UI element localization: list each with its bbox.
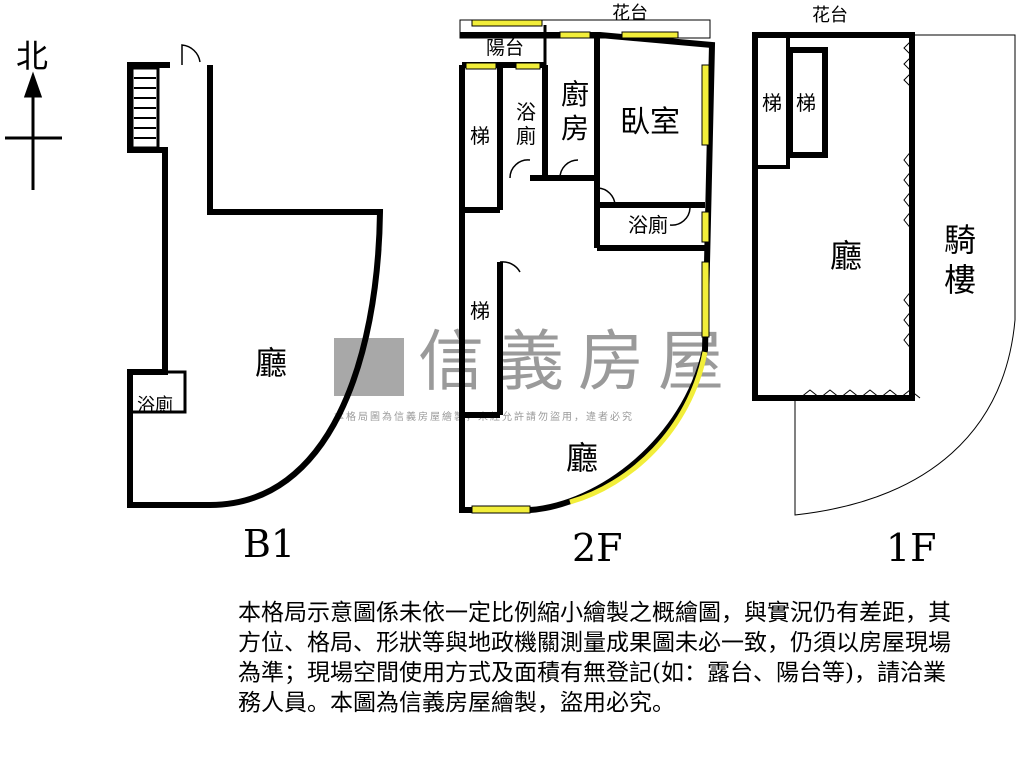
1f-stair-b-label: 梯 <box>796 91 816 115</box>
1f-arcade-outline <box>794 34 1016 516</box>
1f-arcade-label: 騎 樓 <box>944 221 977 299</box>
b1-hall-label: 廳 <box>255 344 288 382</box>
1f-planter-label: 花台 <box>812 5 848 26</box>
2f-floor-label: 2F <box>572 526 623 570</box>
2f-stair-upper-label: 梯 <box>470 124 490 148</box>
disclaimer-text: 本格局示意圖係未依一定比例縮小繪製之概繪圖，與實況仍有差距，其方位、格局、形狀等… <box>238 600 951 716</box>
1f-walls <box>752 32 915 401</box>
door-icon <box>181 44 201 65</box>
2f-curved-window <box>569 351 708 505</box>
1f-hall-label: 廳 <box>830 237 863 275</box>
watermark-brand: 信義房屋 <box>418 323 738 400</box>
door-icon <box>499 159 691 273</box>
2f-windows <box>465 19 710 514</box>
compass-icon <box>5 71 62 190</box>
2f-bedroom-label: 臥室 <box>620 105 680 140</box>
1f-stair-a-label: 梯 <box>762 91 782 115</box>
2f-hall-label: 廳 <box>566 439 599 477</box>
2f-stair-lower-label: 梯 <box>470 299 490 323</box>
b1-floor-label: B1 <box>243 522 296 566</box>
2f-planter-label: 花台 <box>612 3 648 24</box>
b1-stairs <box>134 77 156 139</box>
watermark-logo <box>334 338 404 396</box>
2f-kitchen-label: 廚 房 <box>561 78 590 145</box>
compass-label: 北 <box>16 37 49 75</box>
b1-bath-label: 浴廁 <box>137 395 173 416</box>
1f-zigzag <box>799 39 921 399</box>
b1-walls <box>127 62 384 508</box>
2f-bath-lower-label: 浴廁 <box>628 213 668 237</box>
2f-bath-upper-label: 浴 廁 <box>516 100 536 148</box>
1f-floor-label: 1F <box>886 526 937 570</box>
2f-balcony-label: 陽台 <box>486 37 525 59</box>
